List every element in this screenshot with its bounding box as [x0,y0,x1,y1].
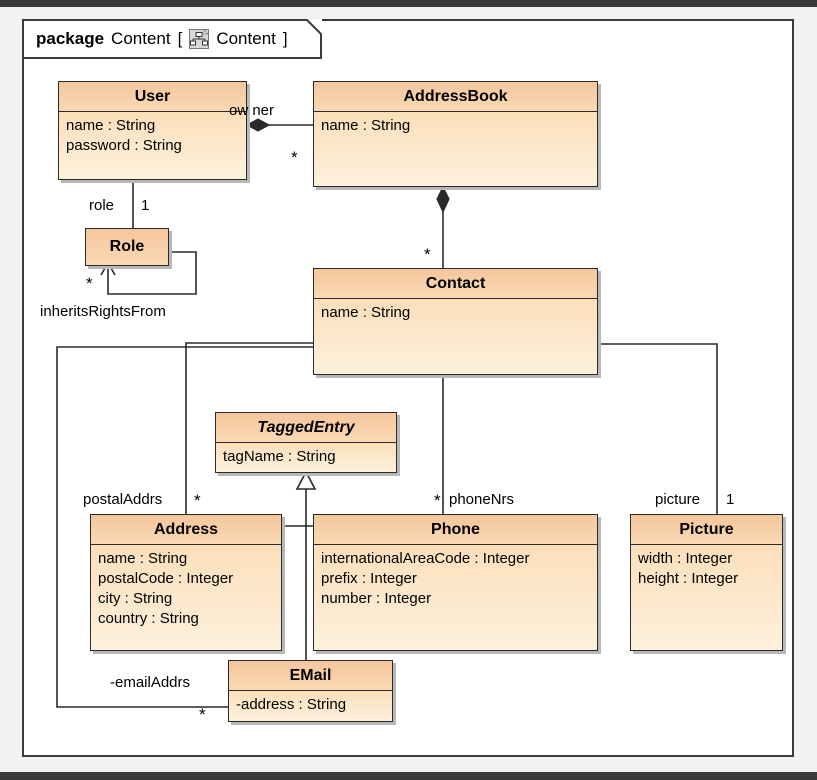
class-box-contact[interactable]: Contact name : String [313,268,598,375]
package-header-tab [22,19,322,59]
attribute-row: name : String [321,304,411,321]
attribute-row: name : String [321,117,411,134]
attribute-row: -address : String [236,696,347,713]
edge-label-role-mult: 1 [141,197,150,214]
edge-label-phonenrs-name: phoneNrs [449,491,515,508]
class-attributes-email: -address : String [229,691,392,721]
edge-label-emailaddrs-name: -emailAddrs [110,674,191,691]
attribute-row: internationalAreaCode : Integer [321,550,530,567]
edge-label-contact-mult: * [424,245,431,264]
class-attributes-phone: internationalAreaCode : Integer prefix :… [314,545,597,650]
edge-label-postaladdrs-name: postalAddrs [83,491,163,508]
class-name-role: Role [86,229,168,265]
class-attributes-taggedentry: tagName : String [216,443,396,472]
attribute-row: city : String [98,590,173,607]
class-box-role[interactable]: Role [85,228,169,266]
edge-label-phonenrs-mult: * [434,491,441,510]
attribute-row: width : Integer [638,550,733,567]
attribute-row: height : Integer [638,570,739,587]
package-header-label: package Content [ Content ] [36,26,288,52]
class-attributes-contact: name : String [314,299,597,374]
class-name-taggedentry: TaggedEntry [216,413,396,443]
attribute-row: country : String [98,610,199,627]
class-name-email: EMail [229,661,392,691]
attribute-row: tagName : String [223,448,336,465]
class-box-email[interactable]: EMail -address : String [228,660,393,722]
attribute-row: name : String [66,117,156,134]
edge-label-emailaddrs-mult: * [199,705,206,724]
class-name-user: User [59,82,246,112]
edge-label-inherits-name: inheritsRightsFrom [40,303,166,320]
edge-label-inherits-mult: * [86,274,93,293]
class-box-address[interactable]: Address name : String postalCode : Integ… [90,514,282,651]
package-diagram-name: Content [216,29,276,48]
attribute-row: password : String [66,137,182,154]
class-name-picture: Picture [631,515,782,545]
window-top-chrome [0,0,817,7]
class-attributes-address: name : String postalCode : Integer city … [91,545,281,650]
package-name: Content [111,29,171,48]
class-attributes-addressbook: name : String [314,112,597,186]
edge-label-addressbook-mult: * [291,148,298,167]
edge-label-role-name: role [89,197,115,214]
package-bracket-close: ] [282,29,288,48]
package-bracket-open: [ [177,29,183,48]
attribute-row: postalCode : Integer [98,570,234,587]
edge-label-picture-mult: 1 [726,491,735,508]
class-diagram-icon [189,29,210,49]
class-attributes-picture: width : Integer height : Integer [631,545,782,650]
attribute-row: prefix : Integer [321,570,417,587]
class-name-address: Address [91,515,281,545]
class-name-phone: Phone [314,515,597,545]
edge-label-postaladdrs-mult: * [194,491,201,510]
window-bottom-chrome [0,772,817,780]
attribute-row: name : String [98,550,188,567]
class-name-contact: Contact [314,269,597,299]
class-name-addressbook: AddressBook [314,82,597,112]
diagram-canvas[interactable]: package Content [ Content ] [0,7,817,772]
attribute-row: number : Integer [321,590,432,607]
class-box-addressbook[interactable]: AddressBook name : String [313,81,598,187]
class-box-picture[interactable]: Picture width : Integer height : Integer [630,514,783,651]
package-keyword: package [36,29,105,48]
edge-label-picture-name: picture [655,491,701,508]
class-box-taggedentry[interactable]: TaggedEntry tagName : String [215,412,397,473]
edge-label-owner: ow ner [229,102,275,119]
class-attributes-user: name : String password : String [59,112,246,179]
class-box-phone[interactable]: Phone internationalAreaCode : Integer pr… [313,514,598,651]
class-box-user[interactable]: User name : String password : String [58,81,247,180]
